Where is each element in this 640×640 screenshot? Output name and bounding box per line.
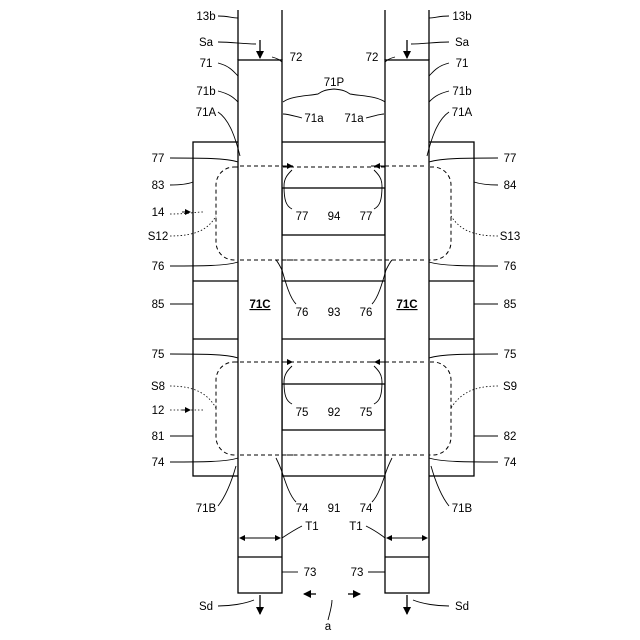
reference-labels: 13b 13b Sa Sa 71 71 72 72 71b 71b 71P 71…	[148, 11, 520, 633]
label-77-left: 77	[152, 153, 165, 165]
label-85-right: 85	[504, 299, 517, 311]
label-77-right: 77	[504, 153, 517, 165]
label-76-right: 76	[504, 261, 517, 273]
label-71a-right: 71a	[344, 113, 364, 125]
label-71A-right: 71A	[452, 107, 473, 119]
label-75-center-b: 75	[360, 407, 373, 419]
label-sa-right: Sa	[455, 37, 470, 49]
label-13b-right: 13b	[452, 11, 471, 23]
label-74-left: 74	[152, 457, 165, 469]
label-s8: S8	[151, 381, 165, 393]
label-71p: 71P	[324, 77, 345, 89]
label-83: 83	[152, 180, 165, 192]
label-76-left: 76	[152, 261, 165, 273]
label-71B-left: 71B	[196, 503, 217, 515]
label-71b-right: 71b	[452, 86, 471, 98]
label-77-center-b: 77	[360, 211, 373, 223]
label-75-left: 75	[152, 349, 165, 361]
label-91: 91	[328, 503, 341, 515]
label-t1-left: T1	[305, 521, 318, 533]
label-12: 12	[152, 405, 165, 417]
label-71C-left: 71C	[249, 299, 270, 311]
label-72-right: 72	[366, 52, 379, 64]
label-74-center-b: 74	[360, 503, 373, 515]
label-76-center-b: 76	[360, 307, 373, 319]
label-13b-left: 13b	[196, 11, 215, 23]
label-92: 92	[328, 407, 341, 419]
label-85-left: 85	[152, 299, 165, 311]
label-t1-right: T1	[349, 521, 362, 533]
label-sa-left: Sa	[199, 37, 214, 49]
label-82: 82	[504, 431, 517, 443]
label-71C-right: 71C	[396, 299, 417, 311]
label-71-right: 71	[456, 58, 469, 70]
label-84: 84	[504, 180, 517, 192]
label-sd-right: Sd	[455, 601, 469, 613]
label-77-center-a: 77	[296, 211, 309, 223]
label-74-right: 74	[504, 457, 517, 469]
label-s13: S13	[500, 231, 520, 243]
label-14: 14	[152, 207, 165, 219]
label-81: 81	[152, 431, 165, 443]
label-74-center-a: 74	[296, 503, 309, 515]
region-pointer-arrows	[182, 212, 190, 410]
label-75-center-a: 75	[296, 407, 309, 419]
label-75-right: 75	[504, 349, 517, 361]
label-s9: S9	[503, 381, 517, 393]
label-72-left: 72	[290, 52, 303, 64]
label-71A-left: 71A	[196, 107, 217, 119]
sheet-guide-lines	[238, 10, 429, 60]
label-73-right: 73	[351, 567, 364, 579]
label-94: 94	[328, 211, 341, 223]
label-71B-right: 71B	[452, 503, 473, 515]
label-a: a	[325, 621, 332, 633]
label-76-center-a: 76	[296, 307, 309, 319]
label-73-left: 73	[304, 567, 317, 579]
label-71a-left: 71a	[304, 113, 324, 125]
label-93: 93	[328, 307, 341, 319]
label-71-left: 71	[200, 58, 213, 70]
label-71b-left: 71b	[196, 86, 215, 98]
label-s12: S12	[148, 231, 168, 243]
label-sd-left: Sd	[199, 601, 213, 613]
